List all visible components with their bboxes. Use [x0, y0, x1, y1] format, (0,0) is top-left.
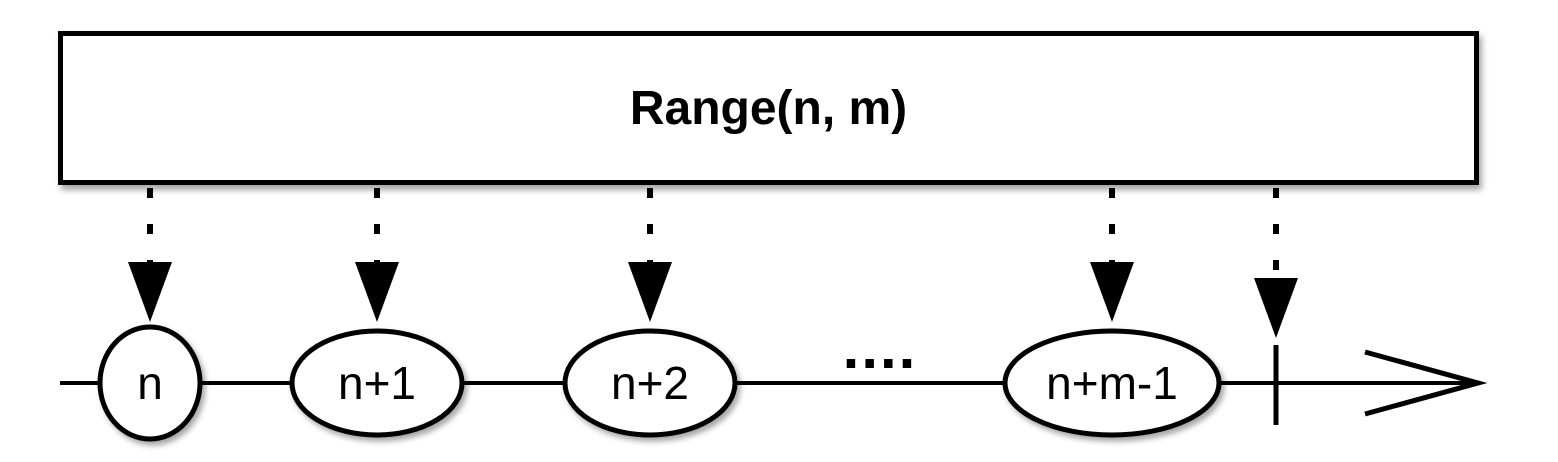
emission-node-n-plus-2: n+2: [562, 328, 738, 438]
emission-label: n+2: [611, 357, 689, 409]
ellipsis-label: ....: [843, 314, 918, 381]
emission-node-n: n: [97, 324, 203, 442]
operator-title: Range(n, m): [629, 81, 908, 135]
emission-label: n+m-1: [1046, 357, 1178, 409]
emission-arrow-n: [128, 188, 172, 322]
emission-label: n+1: [338, 357, 416, 409]
emission-label: n: [137, 357, 163, 409]
timeline-arrowhead-icon: [1364, 349, 1488, 417]
emission-arrow-n-plus-m-minus-1: [1090, 188, 1134, 322]
operator-box: Range(n, m): [58, 31, 1479, 185]
emission-node-n-plus-1: n+1: [289, 328, 465, 438]
emission-node-n-plus-m-minus-1: n+m-1: [1002, 328, 1222, 438]
emission-arrow-n-plus-1: [355, 188, 399, 322]
completion-arrow: [1254, 188, 1298, 338]
emission-arrow-n-plus-2: [628, 188, 672, 322]
